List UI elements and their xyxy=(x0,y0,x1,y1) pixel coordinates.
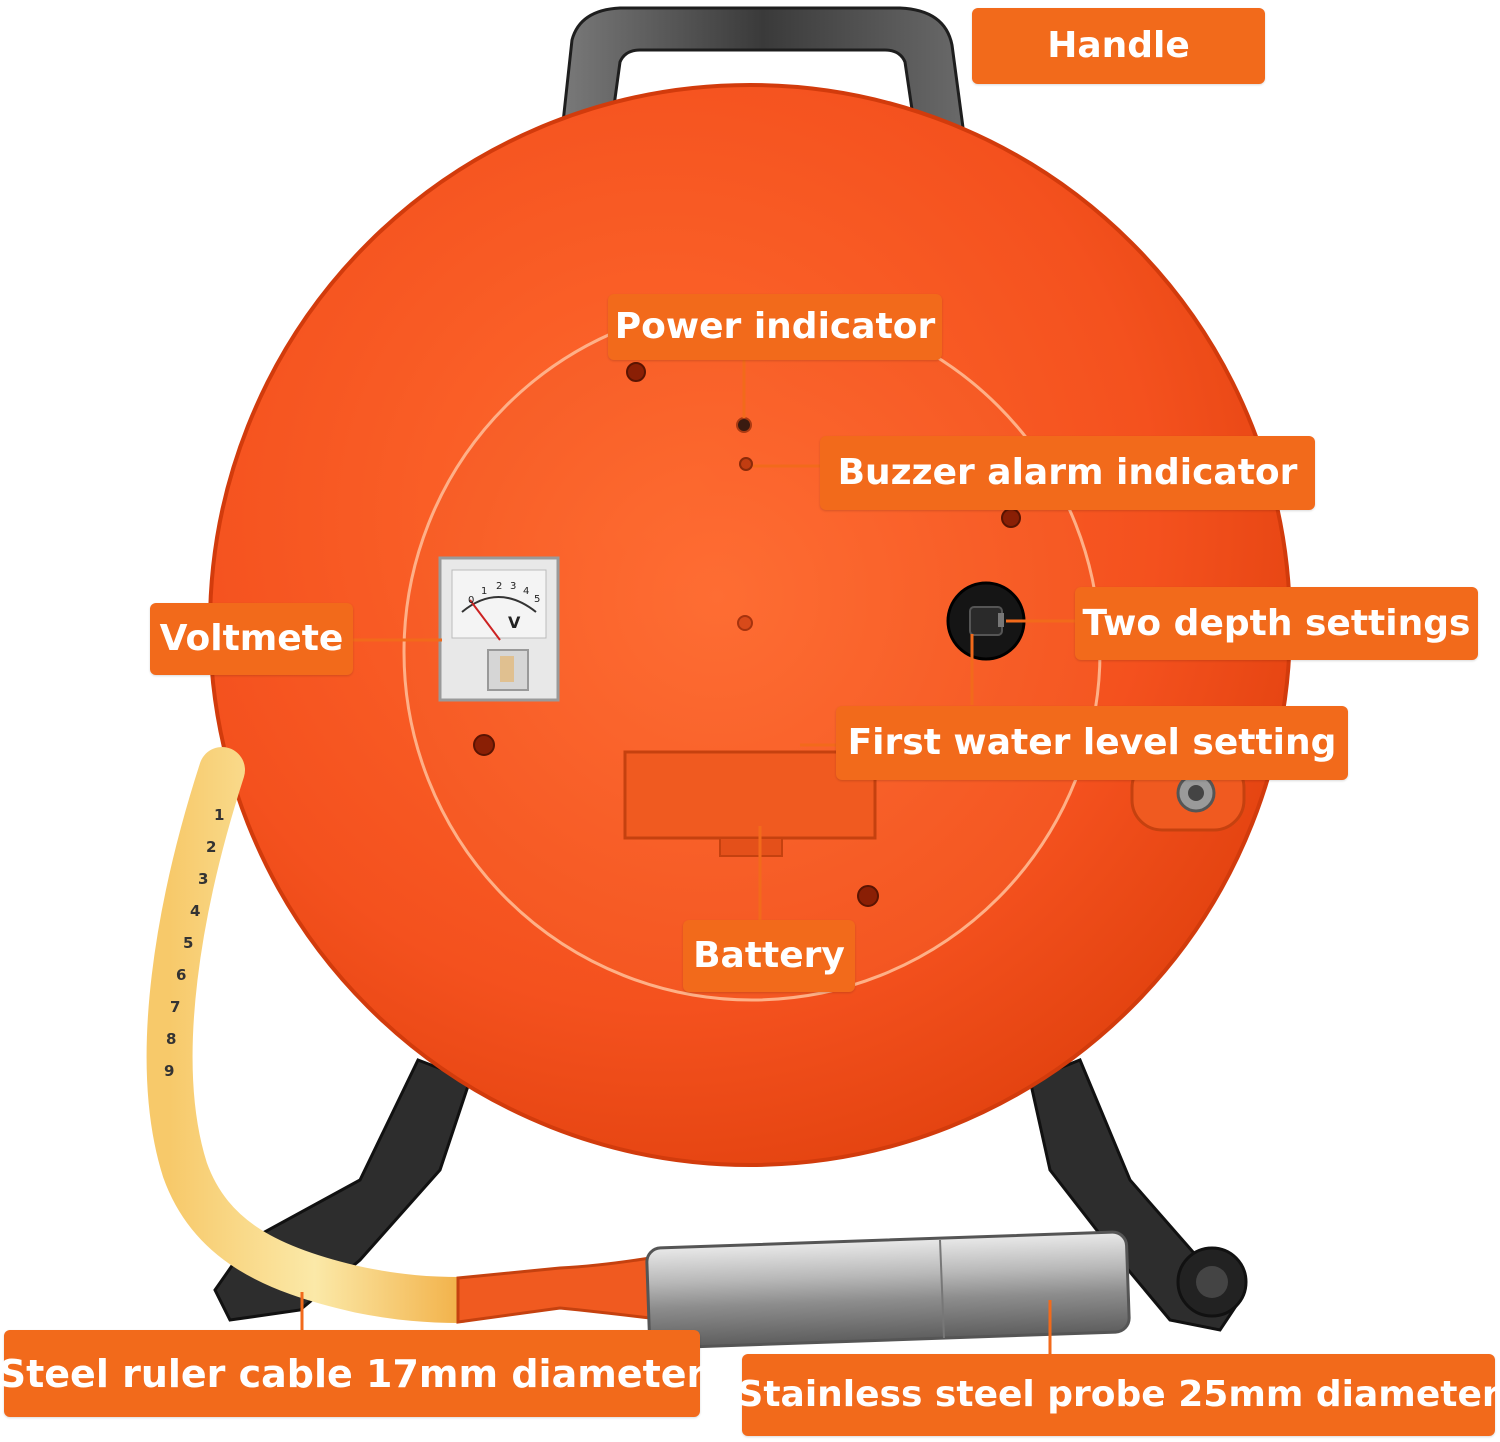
voltmeter-gauge xyxy=(438,556,560,702)
ruler-mark-8: 8 xyxy=(166,1030,176,1048)
steel-ruler-tape xyxy=(146,747,483,1323)
label-buzzer-alarm-indicator: Buzzer alarm indicator xyxy=(820,436,1315,510)
ruler-mark-7: 7 xyxy=(170,998,180,1016)
power-indicator-light xyxy=(736,417,752,433)
volt-tick-5: 5 xyxy=(534,594,540,605)
label-steel-ruler-cable: Steel ruler cable 17mm diameter xyxy=(0,1330,705,1417)
volt-tick-3: 3 xyxy=(510,581,516,592)
label-two-depth-settings: Two depth settings xyxy=(1075,587,1478,660)
volt-tick-2: 2 xyxy=(496,581,502,592)
ruler-mark-1: 1 xyxy=(214,806,224,824)
battery-compartment xyxy=(623,750,877,857)
label-power-indicator: Power indicator xyxy=(608,294,942,360)
center-hole xyxy=(737,615,753,631)
volt-unit: V xyxy=(508,613,521,632)
volt-tick-0: 0 xyxy=(468,595,474,606)
voltmeter-scale: 0 1 2 3 4 5 V xyxy=(468,581,540,632)
ruler-markings: 1 2 3 4 5 6 7 8 9 xyxy=(164,806,224,1080)
label-voltmeter: Voltmete xyxy=(150,603,353,675)
ruler-mark-5: 5 xyxy=(183,934,193,952)
ruler-mark-9: 9 xyxy=(164,1062,174,1080)
ruler-mark-2: 2 xyxy=(206,838,216,856)
label-first-water-level-setting: First water level setting xyxy=(836,706,1348,780)
volt-tick-4: 4 xyxy=(523,586,529,597)
volt-tick-1: 1 xyxy=(481,586,487,597)
buzzer-indicator-light xyxy=(739,457,753,471)
screws xyxy=(473,362,1021,907)
ruler-mark-6: 6 xyxy=(176,966,186,984)
label-stainless-steel-probe: Stainless steel probe 25mm diameter xyxy=(737,1354,1500,1436)
ruler-mark-4: 4 xyxy=(190,902,200,920)
stainless-steel-probe xyxy=(456,1230,1131,1350)
label-battery: Battery xyxy=(683,920,855,992)
ruler-mark-3: 3 xyxy=(198,870,208,888)
pointer-lines xyxy=(300,360,1076,1356)
label-handle: Handle xyxy=(972,8,1265,84)
